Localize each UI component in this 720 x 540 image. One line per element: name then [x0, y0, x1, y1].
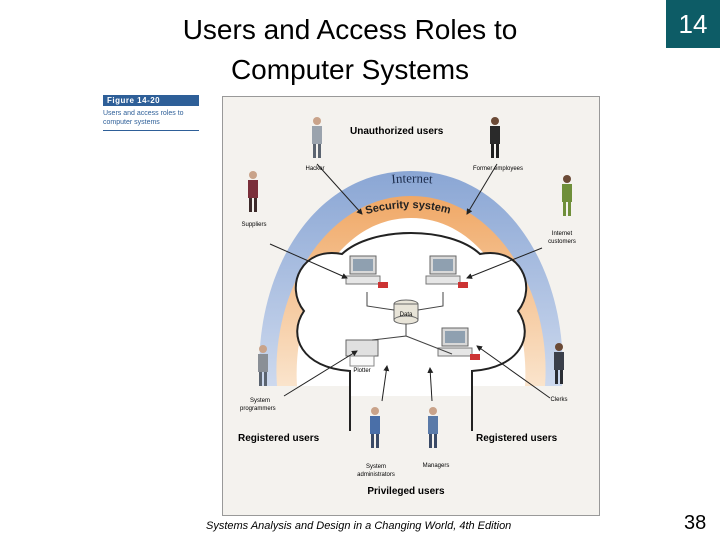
title-line-1: Users and Access Roles to: [182, 14, 518, 45]
registered-users-right-label: Registered users: [476, 433, 558, 444]
user-arrows: [269, 163, 551, 402]
system-administrators-label-1: System: [366, 464, 386, 470]
clerk-figure: [554, 343, 564, 384]
internet-label: Internet: [391, 170, 434, 186]
computer-middle-right: [437, 327, 480, 360]
registered-users-left-label: Registered users: [238, 433, 320, 444]
slide-title: Users and Access Roles to Computer Syste…: [120, 10, 580, 90]
clerks-label: Clerks: [550, 397, 567, 403]
computer-top-right: [425, 255, 468, 288]
system-programmers-label-1: System: [250, 398, 270, 404]
hacker-label: Hacker: [305, 166, 324, 172]
internet-customers-label-1: Internet: [552, 231, 573, 237]
hacker-figure: [312, 117, 322, 158]
computer-top-left: [345, 255, 388, 288]
system-programmers-label-2: programmers: [240, 406, 276, 412]
system-administrator-figure: [370, 407, 380, 448]
unauthorized-users-label: Unauthorized users: [350, 126, 444, 137]
caption-divider: [103, 130, 199, 131]
figure-caption: Figure 14-20 Users and access roles to c…: [103, 95, 199, 131]
chapter-number: 14: [678, 8, 708, 39]
network-links: [366, 292, 453, 355]
figure-caption-text: Users and access roles to computer syste…: [103, 110, 184, 126]
chapter-number-badge: 14: [666, 0, 720, 48]
former-employees-label: Former employees: [473, 166, 523, 172]
former-employee-figure: [490, 117, 500, 158]
internet-customer-figure: [562, 175, 572, 216]
data-storage-icon: [393, 299, 419, 325]
internet-customers-label-2: customers: [548, 239, 576, 245]
page-number: 38: [684, 512, 707, 534]
figure-label: Figure 14-20: [103, 95, 199, 106]
supplier-figure: [248, 171, 258, 212]
system-administrators-label-2: administrators: [357, 472, 395, 478]
privileged-users-label: Privileged users: [367, 486, 445, 497]
title-line-2: Computer Systems: [230, 54, 470, 85]
plotter-icon: [345, 339, 379, 367]
slide-footer: Systems Analysis and Design in a Changin…: [206, 520, 512, 532]
manager-figure: [428, 407, 438, 448]
plotter-label: Plotter: [353, 368, 370, 374]
data-label: Data: [400, 312, 413, 318]
security-system-label: Security system: [364, 199, 452, 217]
access-roles-diagram: Internet Security system Unauthorized us…: [222, 96, 600, 516]
managers-label: Managers: [423, 463, 450, 469]
system-programmer-figure: [258, 345, 268, 386]
suppliers-label: Suppliers: [241, 222, 266, 228]
